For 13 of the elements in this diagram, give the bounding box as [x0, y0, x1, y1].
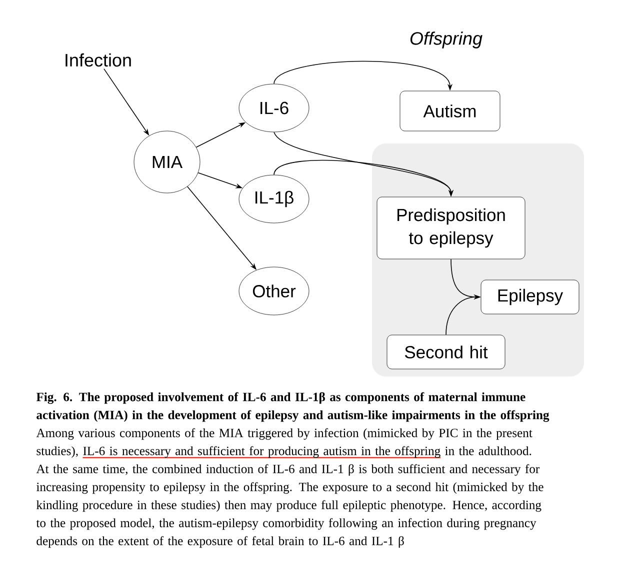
- ellipse-node: IL-6: [238, 84, 310, 132]
- ellipse-node: IL-1β: [238, 174, 310, 224]
- ellipse-node: MIA: [134, 130, 200, 194]
- rounded-box: Second hit: [386, 334, 506, 370]
- rounded-box: Predisposition to epilepsy: [376, 196, 526, 260]
- node-label: Infection: [66, 53, 131, 67]
- rounded-box: Autism: [400, 90, 500, 132]
- underline: IL-6 is necessary and sufficient for producing autism in the offspring: [82, 446, 441, 458]
- caption-title: Fig. 6. The proposed involvement of IL-6 and IL-1β as components of maternal immune activation (MIA) in the development of epilepsy and autism-like impairments in the offspring: [36, 392, 550, 422]
- rounded-box: Epilepsy: [480, 280, 580, 314]
- ellipse-node: Other: [238, 266, 310, 316]
- heading-label: Offspring: [410, 32, 482, 48]
- caption-text: Among various components of the MIA triggered by infection (mimicked by PIC in the present studies), IL-6 is necessary and sufficient for producing autism in the offspring in the adulthood. At the same time, the combined induction of IL-6 and IL-1 β is both sufficient and necessary for increasing propensity to epilepsy in the offspring. The exposure to a second hit (mimicked by the kindling procedure in these studies) then may produce full epileptic phenotype. Hence, according to the proposed model, the autism-epilepsy comorbidity following an infection during pregnancy depends on the extent of the exposure of fetal brain to IL-6 and IL-1 β: [36, 428, 544, 548]
